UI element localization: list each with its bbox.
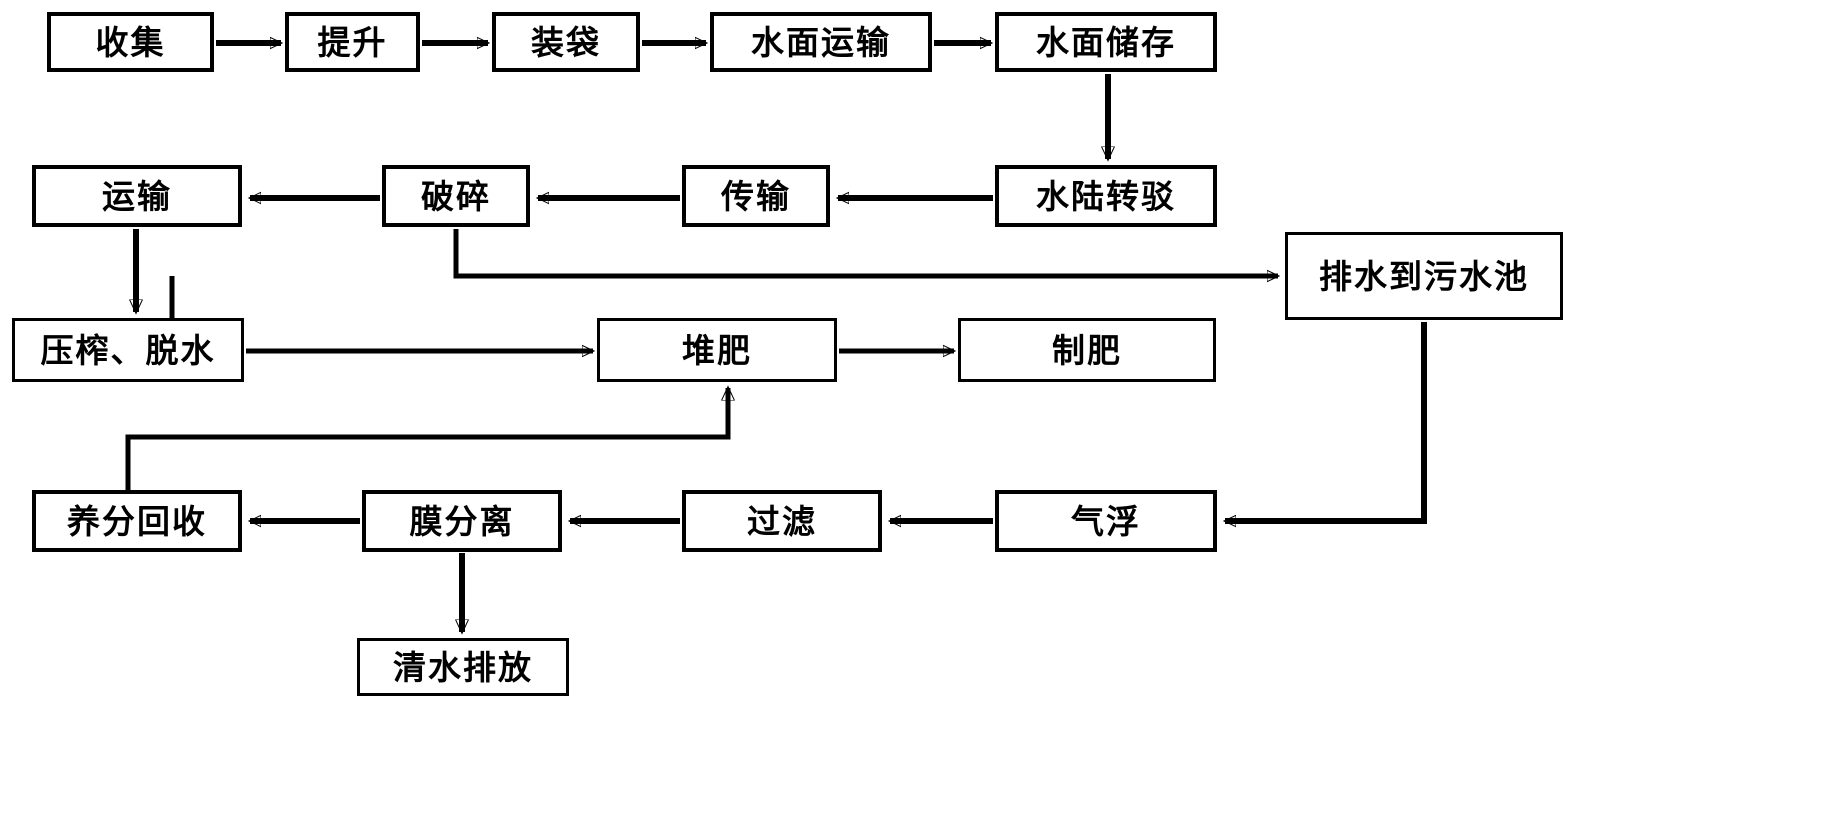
node-water-storage-label: 水面储存 — [1036, 22, 1176, 62]
node-conveying-label: 传输 — [721, 176, 791, 216]
node-clean-water-discharge[interactable]: 清水排放 — [357, 638, 569, 696]
node-water-land-transfer-label: 水陆转驳 — [1036, 176, 1176, 216]
node-bagging[interactable]: 装袋 — [492, 12, 640, 72]
node-press-dewater[interactable]: 压榨、脱水 — [12, 318, 244, 382]
node-water-transport[interactable]: 水面运输 — [710, 12, 932, 72]
edge-crushing-to-drain-to-pool — [453, 229, 1278, 276]
node-membrane-separation[interactable]: 膜分离 — [362, 490, 562, 552]
node-conveying[interactable]: 传输 — [682, 165, 830, 227]
edge-nutrient-recovery-to-composting — [125, 388, 728, 490]
node-nutrient-recovery[interactable]: 养分回收 — [32, 490, 242, 552]
node-air-flotation[interactable]: 气浮 — [995, 490, 1217, 552]
node-press-dewater-label: 压榨、脱水 — [40, 330, 216, 370]
node-fertilizer-label: 制肥 — [1052, 330, 1122, 370]
node-collect[interactable]: 收集 — [47, 12, 214, 72]
node-drain-to-pool-label: 排水到污水池 — [1319, 256, 1529, 296]
node-drain-to-pool[interactable]: 排水到污水池 — [1285, 232, 1563, 320]
edge-drain-to-pool-to-air-flotation — [1225, 322, 1427, 521]
node-water-storage[interactable]: 水面储存 — [995, 12, 1217, 72]
node-filtration[interactable]: 过滤 — [682, 490, 882, 552]
node-water-transport-label: 水面运输 — [751, 22, 891, 62]
node-water-land-transfer[interactable]: 水陆转驳 — [995, 165, 1217, 227]
node-filtration-label: 过滤 — [747, 501, 817, 541]
node-transport-label: 运输 — [102, 176, 172, 216]
node-composting[interactable]: 堆肥 — [597, 318, 837, 382]
node-fertilizer[interactable]: 制肥 — [958, 318, 1216, 382]
node-bagging-label: 装袋 — [531, 22, 601, 62]
node-transport[interactable]: 运输 — [32, 165, 242, 227]
node-nutrient-recovery-label: 养分回收 — [67, 501, 207, 541]
node-composting-label: 堆肥 — [682, 330, 752, 370]
node-lift[interactable]: 提升 — [285, 12, 420, 72]
node-lift-label: 提升 — [317, 22, 388, 62]
node-crushing[interactable]: 破碎 — [382, 165, 530, 227]
node-air-flotation-label: 气浮 — [1071, 501, 1141, 541]
node-membrane-separation-label: 膜分离 — [409, 501, 515, 541]
node-crushing-label: 破碎 — [421, 176, 491, 216]
node-collect-label: 收集 — [95, 22, 166, 62]
node-clean-water-discharge-label: 清水排放 — [393, 647, 533, 687]
